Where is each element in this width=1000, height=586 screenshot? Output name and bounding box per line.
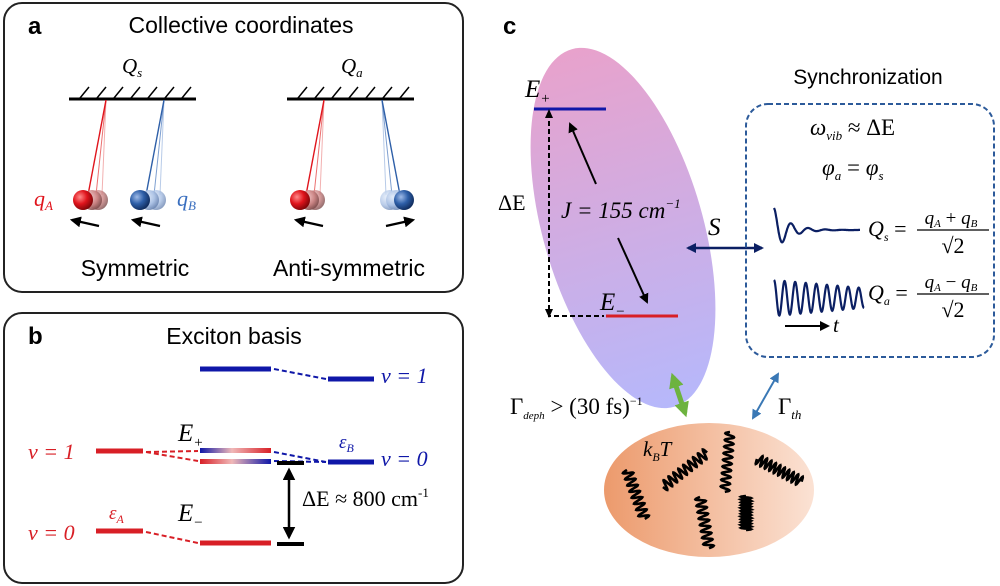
Qa-eq-numerator: qA − qB xyxy=(925,272,978,294)
sync-box xyxy=(745,103,995,358)
c-deltaE-label: ΔE xyxy=(498,190,526,215)
Qs-eq-denominator: √2 xyxy=(941,233,964,258)
Eplus-label: E+ xyxy=(177,420,203,451)
Qa-eq-lhs: Qa = xyxy=(868,280,908,308)
ball-B-anti xyxy=(394,190,414,210)
panel-a-letter: a xyxy=(28,13,42,40)
gamma-th-label: Γth xyxy=(778,394,801,422)
panel-a-frame xyxy=(3,2,464,293)
arrow-right-B-anti xyxy=(385,216,416,228)
qA-label: qA xyxy=(34,186,53,213)
antisymmetric-pendulum: Qa Anti-symmetric xyxy=(273,54,425,281)
Qs-damped-wave xyxy=(772,207,860,244)
phase-equation: φa = φs xyxy=(822,155,884,183)
deph-arrow xyxy=(669,372,689,418)
ball-B xyxy=(130,190,150,210)
Qs-eq-lhs: Qs = xyxy=(868,216,906,244)
panel-b-frame xyxy=(3,312,464,584)
coupling-arrow-down xyxy=(617,237,649,304)
antisymmetric-caption: Anti-symmetric xyxy=(273,255,425,281)
S-label: S xyxy=(708,214,721,241)
qB-label: qB xyxy=(177,186,196,213)
left-v1-label: v = 1 xyxy=(28,439,75,464)
spring-3 xyxy=(693,495,716,550)
panel-b: b Exciton basis v = 1 v = 0 εA E+ E− v =… xyxy=(3,312,464,584)
ceiling-hatch xyxy=(79,86,192,99)
panel-b-title: Exciton basis xyxy=(166,323,302,349)
Qs-label: Qs xyxy=(122,54,142,80)
eps-B-label: εB xyxy=(339,432,355,455)
ball-A-anti xyxy=(290,190,310,210)
panel-a-title: Collective coordinates xyxy=(128,12,353,38)
panel-c-letter: c xyxy=(503,13,516,40)
thermal-arrow xyxy=(752,372,779,420)
Qa-eq-denominator: √2 xyxy=(941,297,964,322)
spring-2 xyxy=(662,447,708,492)
correlation-lines xyxy=(145,368,327,544)
spring-6 xyxy=(737,494,755,532)
gamma-deph-label: Γdeph > (30 fs)−1 xyxy=(510,394,643,422)
c-Eplus-label: E+ xyxy=(524,76,550,107)
ball-A xyxy=(73,190,93,210)
arrow-left-A xyxy=(69,216,100,228)
bath-label: kBT xyxy=(643,437,673,464)
Qs-eq-numerator: qA + qB xyxy=(925,208,978,230)
panel-a: a Collective coordinates Qs qA qB xyxy=(3,2,464,293)
eps-A-label: εA xyxy=(109,503,125,526)
spring-1 xyxy=(621,468,651,520)
c-Eminus-label: E− xyxy=(599,289,625,320)
panel-b-letter: b xyxy=(28,323,43,350)
arrow-left-A-anti xyxy=(293,216,324,228)
symmetric-caption: Symmetric xyxy=(81,255,190,281)
spring-4 xyxy=(718,430,736,494)
time-label: t xyxy=(833,313,840,337)
exciton-level-Eplus xyxy=(200,448,271,453)
coupling-arrow-up xyxy=(568,122,597,185)
right-v1-label: v = 1 xyxy=(381,363,428,388)
arrow-left-B xyxy=(130,216,161,228)
panel-c: c E+ E− ΔE J = 155 cm−1 S Synchronizatio… xyxy=(498,13,995,557)
symmetric-pendulum: Qs qA qB Symmetric xyxy=(34,54,196,281)
right-v0-label: v = 0 xyxy=(381,446,428,471)
omega-equation: ωvib ≈ ΔE xyxy=(810,115,895,143)
coupling-label: J = 155 cm−1 xyxy=(561,196,681,223)
Qa-oscillating-wave xyxy=(773,279,865,317)
bath-springs xyxy=(621,430,805,550)
spring-5 xyxy=(754,454,805,487)
Eminus-label: E− xyxy=(177,500,203,531)
sync-title: Synchronization xyxy=(793,66,942,89)
deltaE-label: ΔE ≈ 800 cm-1 xyxy=(302,485,429,511)
Qa-label: Qa xyxy=(341,54,363,80)
exciton-level-Eplus-2 xyxy=(200,459,271,464)
left-v0-label: v = 0 xyxy=(28,520,75,545)
